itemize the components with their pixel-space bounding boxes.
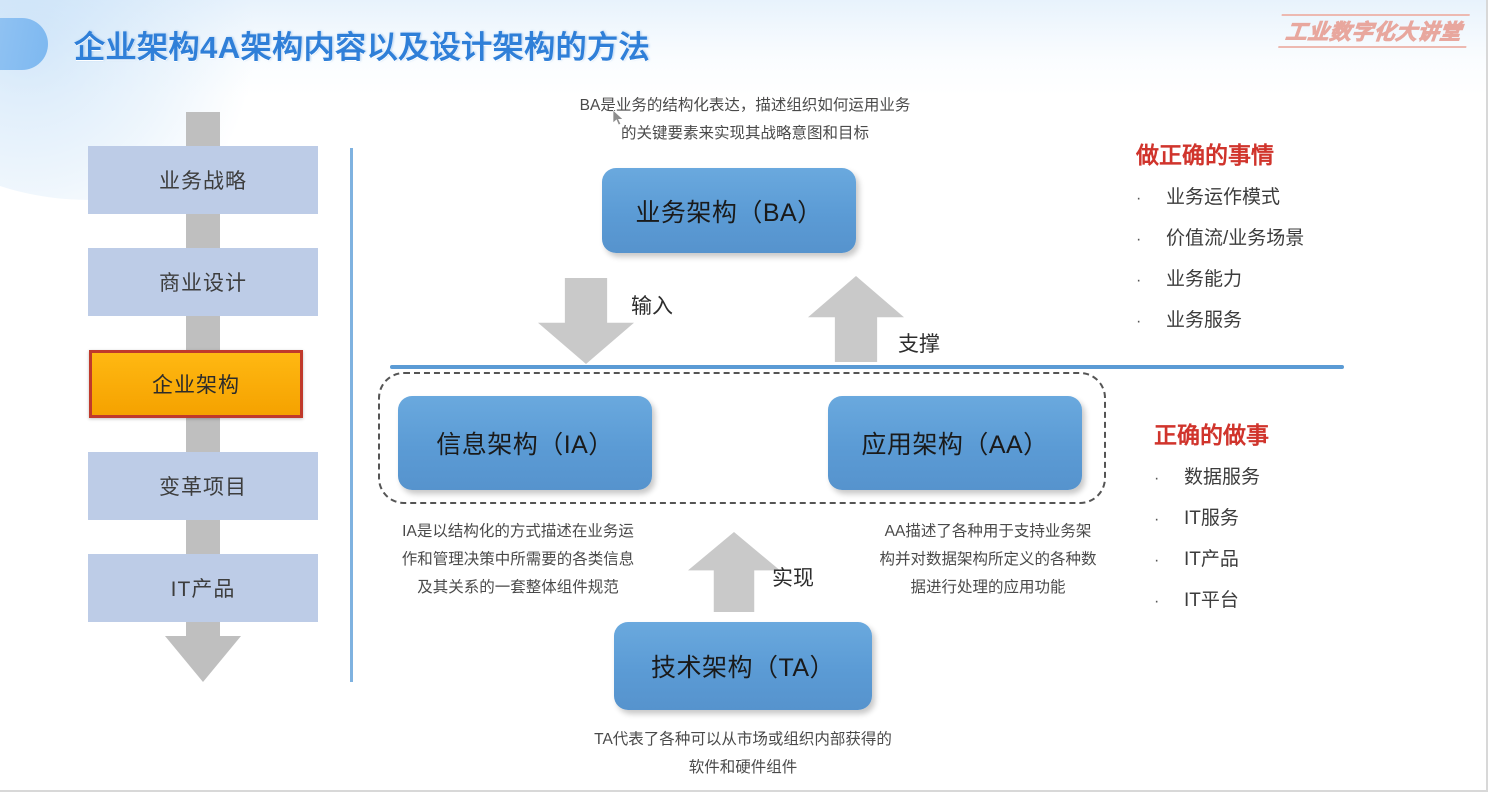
sidebar-item-label: 企业架构 (152, 374, 240, 397)
list-item: · IT服务 (1154, 503, 1269, 530)
input-arrow-icon (538, 278, 634, 364)
business-architecture-label: 业务架构（BA） (635, 198, 823, 227)
sidebar-item-label: 商业设计 (159, 272, 247, 295)
process-flow-column: 业务战略 商业设计 企业架构 变革项目 IT产品 (88, 112, 318, 682)
application-architecture-box[interactable]: 应用架构（AA） (828, 396, 1082, 490)
bullet-icon: · (1154, 470, 1160, 487)
technology-architecture-box[interactable]: 技术架构（TA） (614, 622, 872, 710)
list-item: · 业务能力 (1136, 264, 1304, 291)
bullet-icon: · (1136, 190, 1142, 207)
bullet-icon: · (1154, 511, 1160, 528)
right-panel-do-things-right: 正确的做事 · 数据服务 · IT服务 · IT产品 · IT平台 (1154, 416, 1269, 626)
ia-description: IA是以结构化的方式描述在业务运 作和管理决策中所需要的各类信息 及其关系的一套… (401, 523, 635, 596)
list-item-label: IT平台 (1184, 590, 1239, 611)
list-item: · 业务服务 (1136, 305, 1304, 332)
sidebar-item-label: IT产品 (170, 578, 236, 601)
flow-connector (186, 214, 220, 248)
right-panel-title-2: 正确的做事 (1154, 422, 1269, 448)
flow-connector (186, 418, 220, 452)
bullet-icon: · (1154, 552, 1160, 569)
business-architecture-box[interactable]: 业务架构（BA） (602, 168, 856, 253)
flow-connector (186, 112, 220, 146)
sidebar-item-label: 变革项目 (159, 476, 247, 499)
list-item: · IT平台 (1154, 585, 1269, 612)
ba-description: BA是业务的结构化表达，描述组织如何运用业务 的关键要素来实现其战略意图和目标 (579, 97, 911, 142)
right-panel-title-1: 做正确的事情 (1136, 142, 1274, 168)
list-item-label: 数据服务 (1184, 467, 1261, 488)
flow-arrow-stem (186, 622, 220, 636)
information-architecture-label: 信息架构（IA） (436, 431, 614, 459)
horizontal-divider (390, 365, 1344, 369)
information-architecture-box[interactable]: 信息架构（IA） (398, 396, 652, 490)
bullet-icon: · (1136, 272, 1142, 289)
list-item: · 业务运作模式 (1136, 182, 1304, 209)
application-architecture-label: 应用架构（AA） (861, 431, 1049, 459)
sidebar-item-it-product[interactable]: IT产品 (88, 554, 318, 622)
list-item-label: 价值流/业务场景 (1166, 228, 1305, 249)
header-accent-shape (0, 18, 48, 70)
right-panel-do-right-things: 做正确的事情 · 业务运作模式 · 价值流/业务场景 · 业务能力 · 业务服务 (1136, 136, 1304, 346)
bullet-icon: · (1136, 231, 1142, 248)
flow-down-arrow-icon (165, 636, 241, 682)
page-title: 企业架构4A架构内容以及设计架构的方法 (74, 30, 651, 65)
sidebar-item-enterprise-architecture[interactable]: 企业架构 (89, 350, 303, 418)
flow-connector (186, 520, 220, 554)
bullet-icon: · (1136, 313, 1142, 330)
vertical-divider (350, 148, 353, 682)
sidebar-item-label: 业务战略 (159, 170, 247, 193)
realize-arrow-icon (688, 532, 780, 612)
aa-description: AA描述了各种用于支持业务架 构并对数据架构所定义的各种数 据进行处理的应用功能 (879, 523, 1097, 596)
technology-architecture-label: 技术架构（TA） (650, 654, 836, 682)
list-item: · 价值流/业务场景 (1136, 223, 1304, 250)
mouse-cursor-icon (613, 110, 624, 126)
flow-connector (186, 316, 220, 350)
sidebar-item-business-strategy[interactable]: 业务战略 (88, 146, 318, 214)
list-item: · IT产品 (1154, 544, 1269, 571)
brand-logo: 工业数字化大讲堂 (1278, 14, 1470, 48)
list-item-label: 业务能力 (1166, 269, 1243, 290)
bullet-icon: · (1154, 593, 1160, 610)
list-item: · 数据服务 (1154, 462, 1269, 489)
list-item-label: IT产品 (1184, 549, 1239, 570)
list-item-label: IT服务 (1184, 508, 1239, 529)
sidebar-item-transformation-project[interactable]: 变革项目 (88, 452, 318, 520)
input-arrow-label: 输入 (631, 295, 673, 318)
support-arrow-label: 支撑 (898, 333, 940, 356)
support-arrow-icon (808, 276, 904, 362)
list-item-label: 业务运作模式 (1166, 187, 1281, 208)
list-item-label: 业务服务 (1166, 310, 1243, 331)
ta-description: TA代表了各种可以从市场或组织内部获得的 软件和硬件组件 (594, 731, 892, 776)
realize-arrow-label: 实现 (772, 567, 814, 590)
ia-aa-group-container (378, 372, 1106, 504)
sidebar-item-business-design[interactable]: 商业设计 (88, 248, 318, 316)
